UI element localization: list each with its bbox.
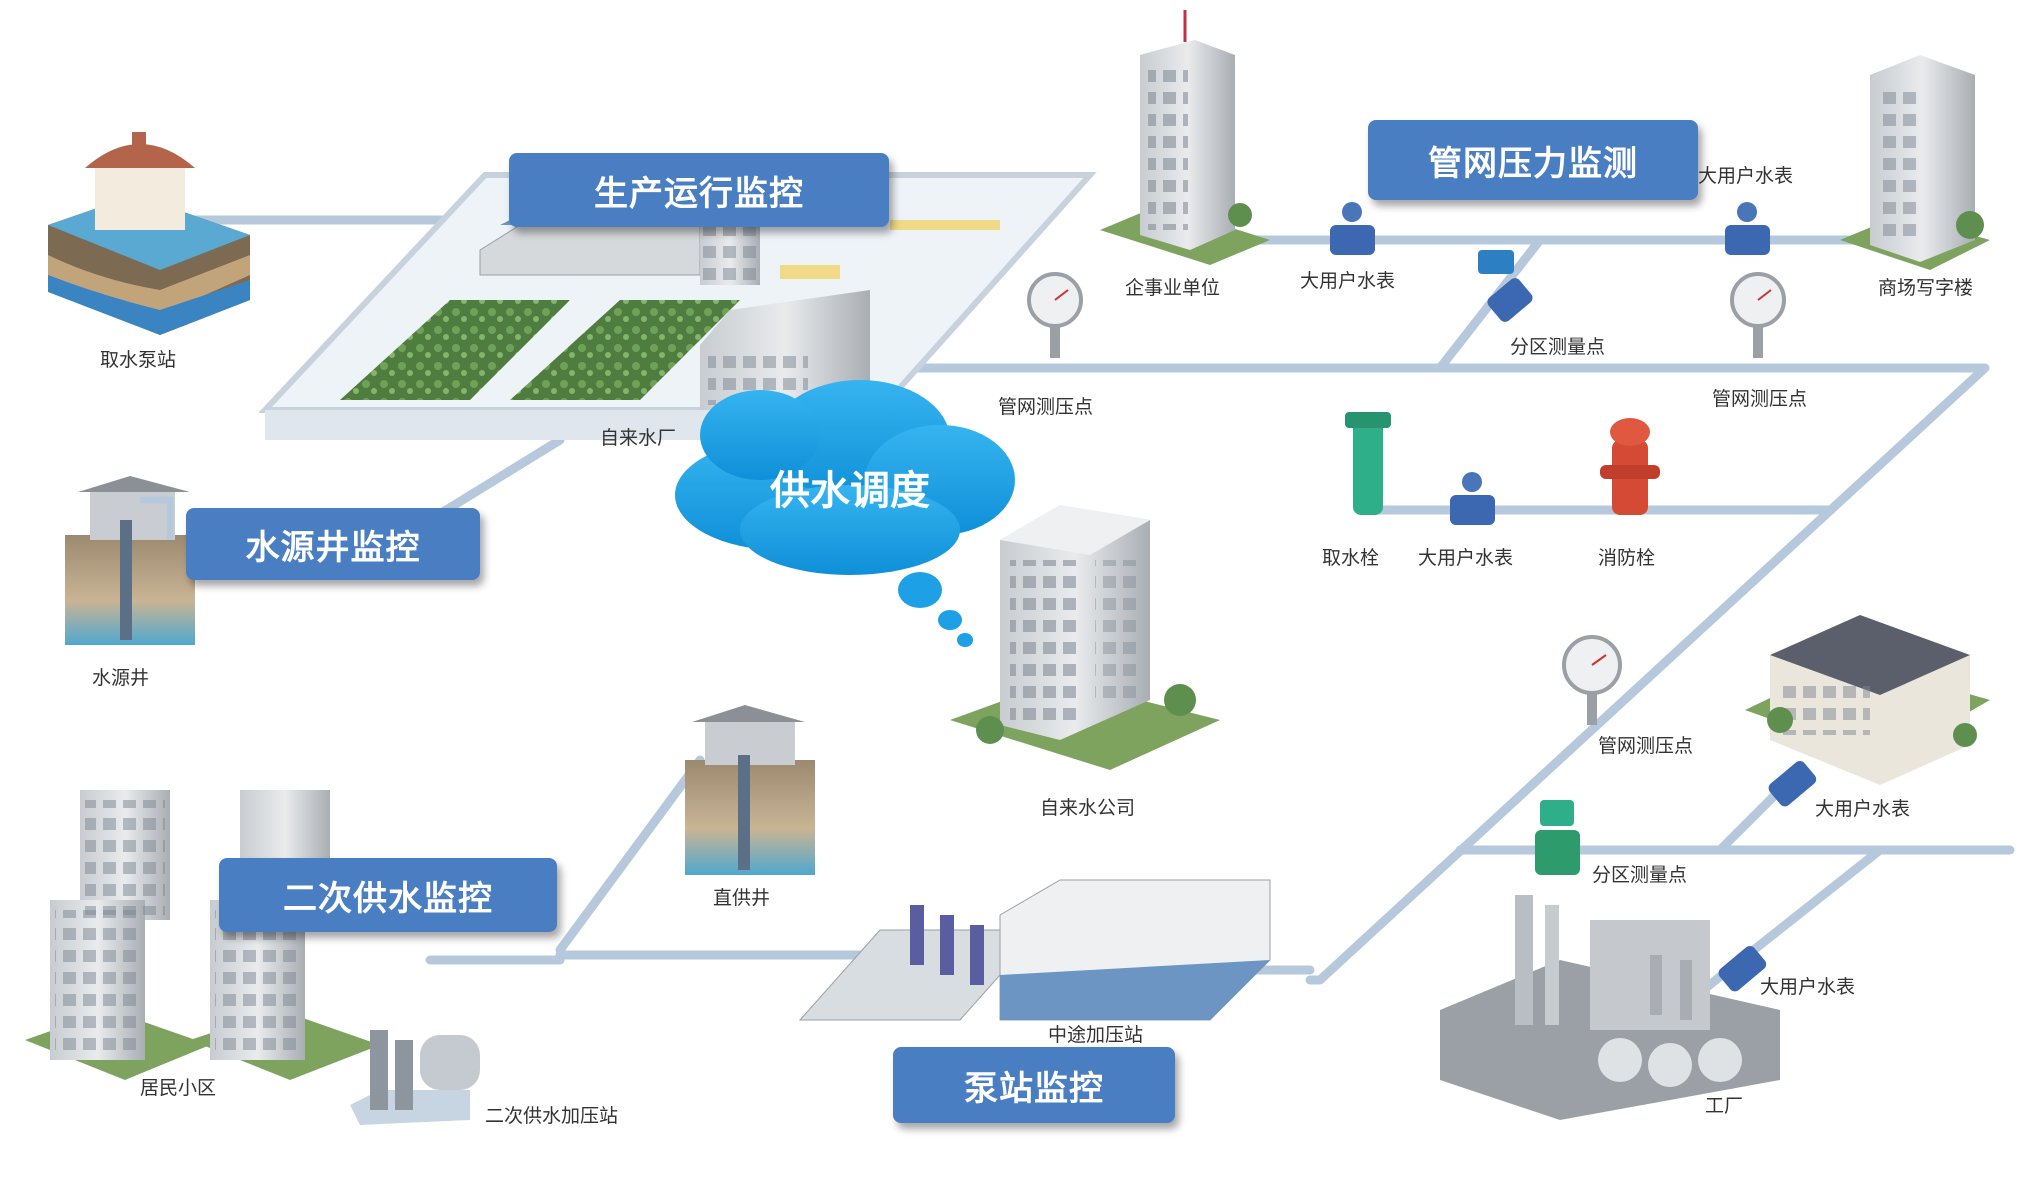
commercial-tower bbox=[1840, 55, 1990, 270]
secondary-pump-station bbox=[350, 1030, 480, 1125]
pipe-well-to-plant bbox=[425, 435, 565, 525]
well-monitoring-label: 水源井监控 bbox=[186, 508, 480, 580]
caption-zone-top: 分区测量点 bbox=[1510, 336, 1606, 358]
caption-pressure-2: 管网测压点 bbox=[1712, 388, 1808, 410]
caption-water-plant: 自来水厂 bbox=[600, 427, 677, 449]
meter-right-1 bbox=[1768, 760, 1817, 807]
caption-pressure-1: 管网测压点 bbox=[998, 396, 1094, 418]
secondary-supply-label: 二次供水监控 bbox=[219, 858, 557, 932]
water-company-tower bbox=[950, 505, 1220, 770]
office-building-right bbox=[1745, 615, 1990, 785]
source-well bbox=[65, 476, 195, 645]
caption-direct-well: 直供井 bbox=[713, 887, 771, 909]
caption-fire-hydrant: 消防栓 bbox=[1598, 547, 1656, 569]
caption-meter-right-1: 大用户水表 bbox=[1815, 798, 1911, 820]
booster-station bbox=[798, 879, 1271, 1021]
pipe-secondary bbox=[425, 950, 805, 965]
pipe-main-top bbox=[875, 363, 1990, 985]
zone-meter-top bbox=[1478, 250, 1533, 322]
caption-enterprise: 企事业单位 bbox=[1125, 277, 1221, 299]
caption-booster-station: 中途加压站 bbox=[1048, 1024, 1144, 1046]
gauge-1 bbox=[1027, 272, 1083, 358]
intake-hydrant bbox=[1345, 412, 1391, 515]
caption-commercial: 商场写字楼 bbox=[1878, 277, 1974, 299]
meter-mid bbox=[1450, 472, 1495, 525]
production-monitoring-label: 生产运行监控 bbox=[509, 153, 889, 227]
meter-top-1 bbox=[1330, 202, 1375, 255]
caption-factory: 工厂 bbox=[1705, 1095, 1744, 1117]
caption-source-well: 水源井 bbox=[92, 667, 150, 689]
gauge-3 bbox=[1562, 635, 1622, 725]
fire-hydrant bbox=[1600, 418, 1660, 515]
caption-meter-top-2: 大用户水表 bbox=[1698, 165, 1794, 187]
caption-intake-pump: 取水泵站 bbox=[100, 349, 177, 371]
caption-residential: 居民小区 bbox=[140, 1077, 217, 1099]
zone-meter-right bbox=[1535, 800, 1580, 875]
caption-meter-mid: 大用户水表 bbox=[1418, 547, 1514, 569]
pipe-pressure-label: 管网压力监测 bbox=[1368, 120, 1698, 200]
caption-meter-right-2: 大用户水表 bbox=[1760, 976, 1856, 998]
intake-pump-station bbox=[48, 132, 250, 335]
meter-right-2 bbox=[1718, 945, 1767, 992]
pipe-direct-well bbox=[555, 755, 705, 955]
caption-secondary-station: 二次供水加压站 bbox=[485, 1105, 619, 1127]
caption-water-company: 自来水公司 bbox=[1040, 797, 1136, 819]
enterprise-tower bbox=[1100, 10, 1270, 265]
caption-zone-right: 分区测量点 bbox=[1592, 864, 1688, 886]
factory bbox=[1440, 895, 1780, 1120]
gauge-2 bbox=[1730, 272, 1786, 358]
dispatch-cloud-label: 供水调度 bbox=[770, 468, 930, 514]
caption-intake-hydrant: 取水栓 bbox=[1322, 547, 1380, 569]
dispatch-cloud bbox=[675, 380, 1015, 647]
caption-pressure-3: 管网测压点 bbox=[1598, 735, 1694, 757]
residential-buildings bbox=[25, 790, 380, 1080]
pump-station-label: 泵站监控 bbox=[893, 1047, 1175, 1123]
direct-well bbox=[685, 705, 815, 875]
meter-top-2 bbox=[1725, 202, 1770, 255]
caption-meter-top-1: 大用户水表 bbox=[1300, 270, 1396, 292]
